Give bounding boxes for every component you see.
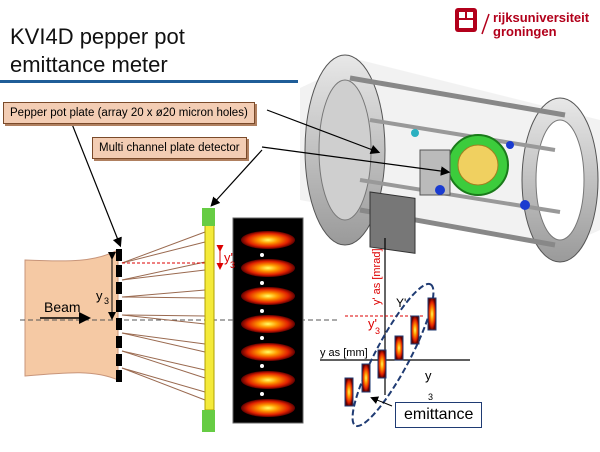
y3-plot-sub: 3 bbox=[428, 392, 433, 402]
y3-label-sub: 3 bbox=[104, 296, 109, 306]
y3-label: y bbox=[96, 288, 103, 303]
beam-envelope bbox=[24, 249, 119, 381]
y3prime-detector-sub: 3 bbox=[230, 260, 235, 270]
pepper-pot-leader bbox=[71, 123, 122, 248]
beam-label: Beam bbox=[44, 299, 81, 315]
y3-plot-label: y bbox=[425, 368, 432, 383]
detector-spots bbox=[241, 231, 295, 417]
title-line-1: KVI4D pepper pot bbox=[10, 24, 185, 49]
pepper-pot-plate bbox=[116, 249, 122, 382]
phase-space-plot bbox=[320, 238, 470, 428]
university-seal-icon bbox=[455, 8, 490, 35]
pepper-pot-callout: Pepper pot plate (array 20 x ø20 micron … bbox=[3, 102, 255, 124]
university-logo-text: rijksuniversiteit groningen bbox=[493, 11, 589, 39]
vacuum-chamber-illustration bbox=[300, 54, 600, 263]
y-axis-label: y as [mm] bbox=[320, 347, 368, 359]
y3prime-detector-label: y' bbox=[224, 250, 233, 265]
y3prime-plot-label: y' bbox=[368, 316, 377, 331]
mcp-callout: Multi channel plate detector bbox=[92, 137, 247, 159]
mcp-chamber-leader bbox=[261, 146, 451, 176]
detector-mount-top bbox=[202, 208, 215, 226]
logo-line-2: groningen bbox=[493, 24, 557, 39]
phase-space-spots bbox=[344, 297, 437, 407]
mcp-leader bbox=[210, 149, 263, 207]
pepper-pot-chamber-leader bbox=[266, 109, 381, 154]
detector-mount-bottom bbox=[202, 410, 215, 432]
emittance-label-box: emittance bbox=[395, 402, 483, 428]
title-line-2: emittance meter bbox=[10, 52, 168, 77]
emittance-ellipse bbox=[351, 282, 435, 428]
mcp-detector bbox=[204, 209, 215, 411]
logo-line-1: rijksuniversiteit bbox=[493, 10, 590, 25]
title-underline bbox=[0, 80, 298, 83]
yprime-axis-label: y' as [mrad] bbox=[371, 248, 383, 305]
Yprime-label: Y' bbox=[396, 296, 406, 310]
beamlets bbox=[121, 231, 206, 401]
y3prime-plot-sub: 3 bbox=[375, 326, 380, 336]
